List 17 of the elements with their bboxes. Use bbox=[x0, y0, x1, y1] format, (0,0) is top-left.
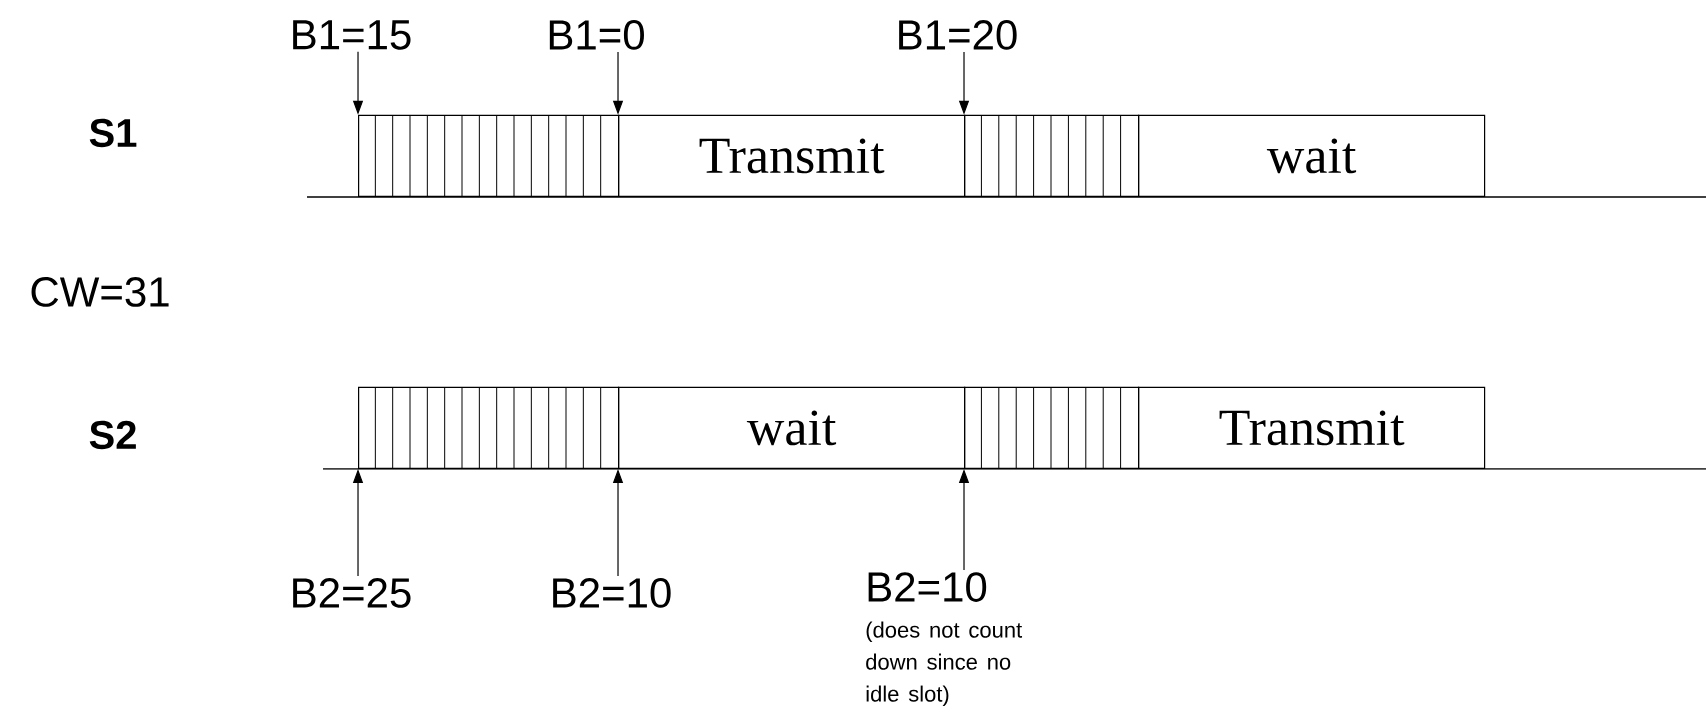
backoff-slots bbox=[358, 386, 620, 470]
backoff-counter: B1=0 bbox=[549, 20, 644, 50]
contention-window-label: CW=31 bbox=[31, 277, 169, 307]
backoff-counter: B2=10 bbox=[553, 578, 671, 608]
backoff-slots bbox=[964, 386, 1140, 470]
time-interval-box: Transmit bbox=[1138, 386, 1486, 469]
station-label: S1 bbox=[89, 118, 137, 148]
time-interval-box: wait bbox=[618, 386, 966, 469]
backoff-counter: B2=25 bbox=[293, 578, 411, 608]
backoff-counter: B1=20 bbox=[899, 20, 1017, 50]
time-interval-box: wait bbox=[1138, 114, 1486, 197]
backoff-slots bbox=[964, 114, 1140, 198]
backoff-counter: B1=15 bbox=[293, 20, 411, 50]
backoff-slots bbox=[358, 114, 620, 198]
time-interval-box: Transmit bbox=[618, 114, 966, 197]
station-label: S2 bbox=[89, 420, 136, 450]
backoff-counter: B2=10 (does not count down since no idle slot) bbox=[866, 572, 1023, 707]
